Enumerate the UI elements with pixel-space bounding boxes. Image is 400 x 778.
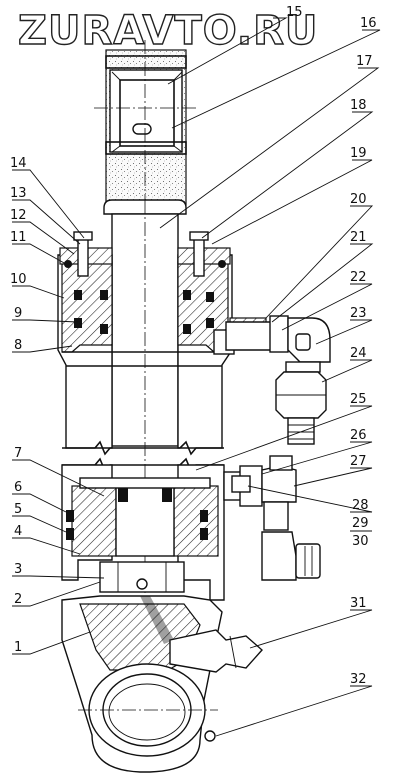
callout-9: 9 — [14, 306, 22, 321]
callout-27: 27 — [350, 454, 367, 469]
callout-5: 5 — [14, 502, 22, 517]
callout-1: 1 — [14, 640, 22, 655]
callout-26: 26 — [350, 428, 367, 443]
cylinder-base — [61, 595, 223, 773]
callout-14: 14 — [10, 156, 27, 171]
callout-labels: 1 2 3 4 5 6 7 8 9 10 11 12 13 14 15 16 1… — [10, 5, 377, 687]
callout-11: 11 — [10, 230, 27, 245]
upper-port-fitting — [213, 315, 331, 445]
callout-24: 24 — [350, 346, 367, 361]
callout-3: 3 — [14, 562, 22, 577]
callout-31: 31 — [350, 596, 367, 611]
callout-32: 32 — [350, 672, 367, 687]
callout-12: 12 — [10, 208, 27, 223]
cylinder-head — [57, 231, 233, 449]
callout-22: 22 — [350, 270, 367, 285]
callout-19: 19 — [350, 146, 367, 161]
callout-16: 16 — [360, 16, 377, 31]
callout-29: 29 — [352, 516, 369, 531]
callout-20: 20 — [350, 192, 367, 207]
callout-7: 7 — [14, 446, 22, 461]
callout-30: 30 — [352, 534, 369, 549]
upper-break-line — [62, 440, 224, 456]
callout-13: 13 — [10, 186, 27, 201]
callout-6: 6 — [14, 480, 22, 495]
leader-lines — [12, 17, 381, 737]
callout-28: 28 — [352, 498, 369, 513]
callout-25: 25 — [350, 392, 367, 407]
cylinder-barrel — [61, 464, 225, 601]
callout-8: 8 — [14, 338, 22, 353]
callout-4: 4 — [14, 524, 22, 539]
lower-port-fitting — [169, 455, 321, 742]
callout-21: 21 — [350, 230, 367, 245]
callout-23: 23 — [350, 306, 367, 321]
callout-15: 15 — [286, 5, 303, 20]
rod-eye — [94, 40, 198, 206]
callout-10: 10 — [10, 272, 27, 287]
watermark-text: ZURAVTO.RU — [18, 8, 318, 54]
callout-18: 18 — [350, 98, 367, 113]
callout-2: 2 — [14, 592, 22, 607]
callout-17: 17 — [356, 54, 373, 69]
